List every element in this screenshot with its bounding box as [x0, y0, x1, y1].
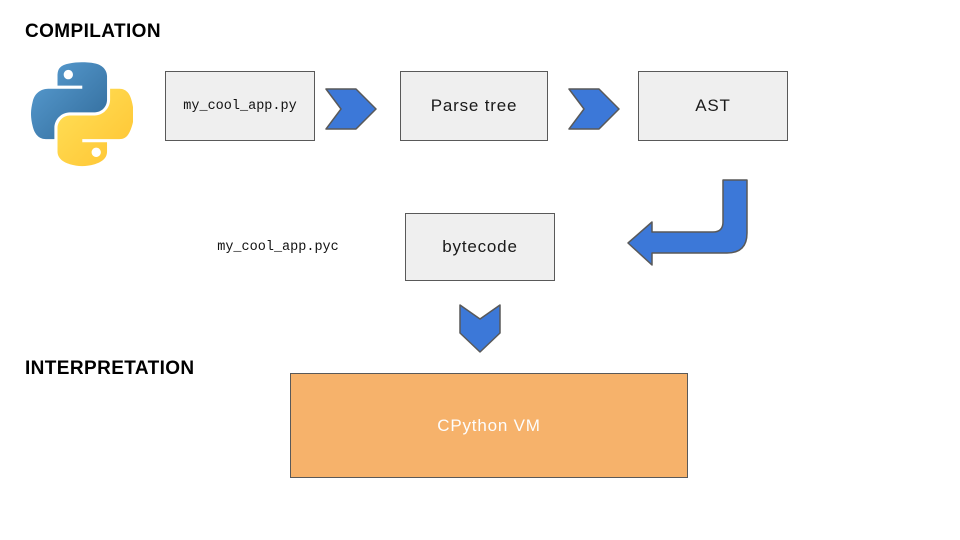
node-bytecode: bytecode — [405, 213, 555, 281]
source-file-label: my_cool_app.py — [183, 98, 297, 114]
arrow-ast-to-bytecode-icon — [627, 179, 748, 266]
ast-label: AST — [695, 96, 731, 115]
cpython-vm-label: CPython VM — [437, 415, 541, 435]
arrow-parsetree-to-ast-icon — [568, 88, 620, 130]
arrow-source-to-parsetree-icon — [325, 88, 377, 130]
compilation-heading: COMPILATION — [25, 21, 161, 42]
node-source-file: my_cool_app.py — [165, 71, 315, 141]
interpretation-heading: INTERPRETATION — [25, 358, 195, 379]
python-logo-icon — [31, 62, 133, 167]
node-parse-tree: Parse tree — [400, 71, 548, 141]
bytecode-label: bytecode — [442, 237, 518, 256]
arrow-bytecode-to-vm-icon — [459, 304, 501, 353]
node-ast: AST — [638, 71, 788, 141]
node-cpython-vm: CPython VM — [290, 373, 688, 478]
parse-tree-label: Parse tree — [430, 96, 518, 115]
bytecode-file-label: my_cool_app.pyc — [217, 240, 339, 255]
